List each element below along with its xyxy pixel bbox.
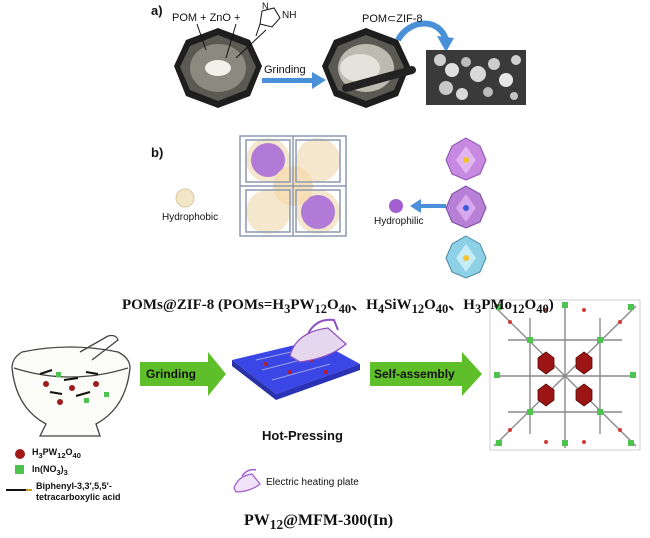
legend-linker-label-1: Biphenyl-3,3′,5,5′-: [36, 481, 112, 491]
hydrophilic-label: Hydrophilic: [374, 216, 424, 227]
formula-sub: 12: [411, 302, 425, 316]
sem-image: [426, 50, 526, 105]
pom-polyhedron-3: [445, 235, 487, 279]
bottom-title-sub: 12: [269, 517, 284, 533]
formula-text: O: [327, 297, 339, 313]
formula-sub: 3: [284, 302, 291, 316]
legend-in-icon: [15, 465, 24, 474]
formula-sub: 12: [512, 302, 525, 316]
formula-sub: 40: [435, 302, 449, 316]
formula-sub: 3: [474, 302, 482, 316]
legend-text: ): [60, 464, 64, 474]
hydrophilic-sphere: [389, 199, 403, 213]
hydrophilic-arrow: [410, 199, 446, 213]
hydrophobic-label: Hydrophobic: [162, 212, 219, 223]
formula-sub: 40: [338, 302, 352, 316]
formula-text: O: [424, 297, 436, 313]
formula-text: ): [548, 297, 554, 313]
hydrophobic-sphere: [175, 188, 195, 208]
heating-plate-label: Electric heating plate: [266, 477, 359, 488]
formula-sub: 40: [536, 302, 549, 316]
formula-text: 、H: [448, 297, 475, 313]
grinding-arrow-a: [262, 72, 326, 89]
mortar-right: [322, 28, 416, 108]
imidazole-nh-label: NH: [282, 10, 297, 21]
legend-sub: 3: [63, 467, 68, 477]
legend-sub: 40: [72, 450, 81, 460]
legend-text: O: [65, 447, 73, 457]
bottom-title-text: @MFM-300(In): [283, 512, 394, 529]
legend-sub: 3: [38, 450, 43, 460]
formula-text: SiW: [384, 297, 412, 313]
self-assembly-label: Self-assembly: [374, 367, 455, 381]
formula-text: PW: [290, 297, 315, 313]
legend-in-label: In(NO3)3: [32, 464, 68, 477]
imidazole-structure: [255, 7, 281, 37]
formula-text: 、H: [351, 297, 378, 313]
formula-text: PMo: [481, 297, 513, 313]
zif8-framework: [239, 135, 347, 237]
legend-linker-label-2: tetracarboxylic acid: [36, 492, 121, 502]
curved-arrow-head: [437, 36, 454, 52]
mfm300-framework: [489, 299, 641, 451]
mortar-left: [174, 28, 262, 108]
legend-pom-label: H3PW12O40: [32, 447, 81, 460]
legend-text: PW: [42, 447, 58, 457]
legend-pom-icon: [15, 449, 25, 459]
hot-pressing-label: Hot-Pressing: [262, 428, 343, 443]
pom-formula-line: POMs@ZIF-8 (POMs=H3PW12O40、H4SiW12O40、H3…: [122, 293, 554, 317]
legend-text: In(NO: [32, 464, 57, 474]
imidazole-n-label: N: [262, 1, 269, 11]
legend-text: H: [32, 447, 39, 457]
bottom-title-text: PW: [244, 512, 270, 529]
formula-sub: 4: [377, 302, 385, 316]
legend-sub: 3: [56, 467, 61, 477]
product-label: POM⊂ZIF-8: [362, 13, 423, 25]
bottom-title: PW12@MFM-300(In): [244, 512, 393, 533]
self-assembly-arrow: [370, 352, 482, 396]
pom-polyhedron-2: [445, 185, 487, 229]
grinding-arrow-c: [140, 352, 226, 396]
sketch-particles: [39, 369, 109, 405]
grinding-label-c: Grinding: [146, 367, 196, 381]
pointer-line-imidazole: [235, 29, 267, 59]
grinding-label-a: Grinding: [264, 64, 306, 76]
formula-text: O: [524, 297, 537, 313]
formula-prefix: POMs@ZIF-8 (POMs=H: [122, 297, 285, 313]
formula-sub: 12: [314, 302, 328, 316]
pointer-line-zno: [225, 23, 237, 59]
pom-polyhedron-1: [445, 137, 487, 181]
curved-arrow: [395, 20, 449, 42]
mortar-bowl-sketch: [11, 334, 131, 437]
reactants-text: POM + ZnO +: [172, 12, 241, 24]
panel-a-label: a): [151, 3, 163, 18]
heating-plate-icon: [233, 468, 261, 493]
pointer-line-pom: [196, 23, 207, 51]
panel-b-label: b): [151, 145, 164, 160]
legend-sub: 12: [57, 450, 66, 460]
electric-iron: [289, 318, 347, 363]
